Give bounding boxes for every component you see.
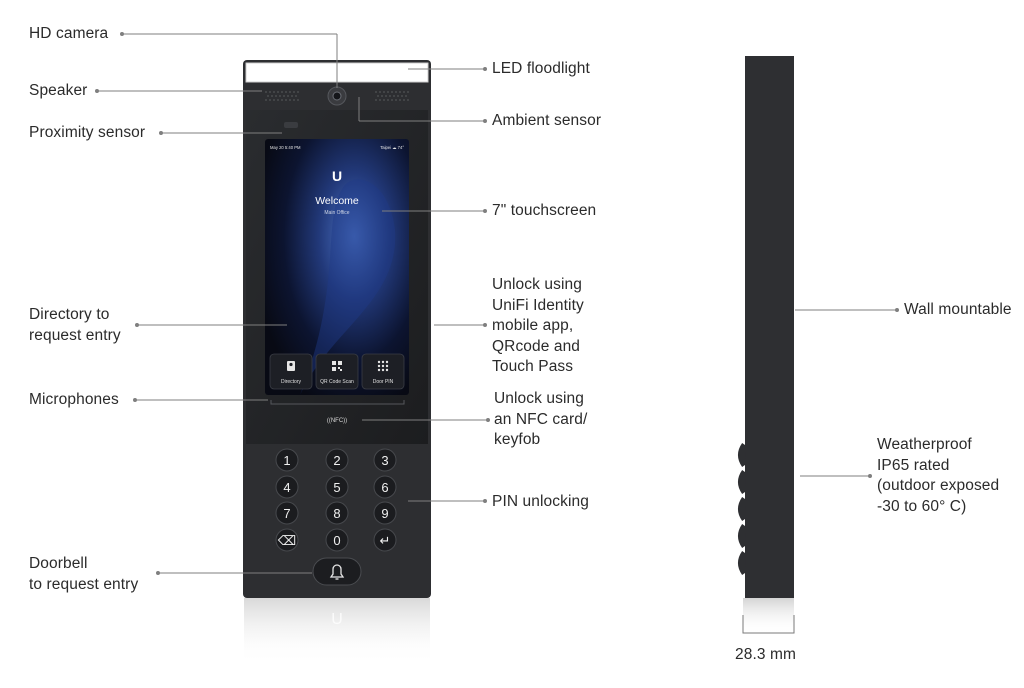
side-body [745,56,794,598]
screen-button-door-pin[interactable]: Door PIN [361,353,405,390]
keypad-key-label: ↵ [380,533,391,548]
keypad-key[interactable]: 4 [275,475,299,499]
leader-unlock-app [434,323,487,327]
bell-icon [329,564,345,578]
floor-reflection [244,598,430,664]
keypad: 1 2 3 4 5 6 7 8 9 ⌫ 0 ↵ [275,448,397,552]
keypad-key-label: 9 [381,506,388,521]
keypad-key[interactable]: 9 [373,501,397,525]
speaker-grille-left [265,91,299,101]
side-keypad-bumps [738,442,748,576]
label-unlock-nfc: Unlock using an NFC card/ keyfob [494,390,588,448]
label-thickness: 28.3 mm [735,646,796,663]
leader-pin [408,499,487,503]
keypad-key-label: 8 [333,506,340,521]
front-device: U May 20 5:40 PM Taip [243,60,431,664]
label-pin-unlocking: PIN unlocking [492,493,589,510]
keypad-key[interactable]: 3 [373,448,397,472]
screen-button-directory[interactable]: Directory [269,353,313,390]
status-time: May 20 5:40 PM [270,145,301,150]
welcome-title: Welcome [315,195,359,207]
label-weatherproof: Weatherproof IP65 rated (outdoor exposed… [877,436,1000,515]
keypad-key-label: 5 [333,480,340,495]
leader-weatherproof [800,474,872,478]
keypad-grid-icon [377,360,389,372]
leader-lines [95,32,899,575]
keypad-key-label: 0 [333,533,340,548]
status-weather: Taipei ☁ 74° [380,145,404,150]
leader-speaker [95,89,262,93]
side-floor-reflection [743,598,794,634]
leader-led [408,67,487,71]
keypad-key-label: 3 [381,453,388,468]
qr-code-icon [332,361,342,371]
keypad-key[interactable]: 1 [275,448,299,472]
label-directory: Directory to request entry [29,306,121,344]
label-led-floodlight: LED floodlight [492,60,590,77]
touchscreen [265,139,409,395]
screen-button-label: QR Code Scan [320,379,354,385]
label-touchscreen: 7" touchscreen [492,202,597,219]
screen-button-qr-code-scan[interactable]: QR Code Scan [315,353,359,390]
label-wall-mountable: Wall mountable [904,301,1012,318]
keypad-key[interactable]: 8 [325,501,349,525]
keypad-key-label: 2 [333,453,340,468]
screen-wallpaper-wave [300,179,396,395]
keypad-key-label: 1 [283,453,290,468]
keypad-key[interactable]: 7 [275,501,299,525]
keypad-key-label: 6 [381,480,388,495]
thickness-bracket [742,615,795,634]
keypad-key-label: ⌫ [277,533,296,548]
leader-hd-camera [120,32,338,88]
leader-touchscreen [382,209,487,213]
reflection-logo-mark: U [331,611,343,628]
location-subtitle: Main Office [324,210,349,216]
keypad-key[interactable]: 6 [373,475,397,499]
microphone-strip [270,400,405,405]
proximity-sensor-window [284,122,298,128]
keypad-key[interactable]: 0 [325,528,349,552]
keypad-key-label: 7 [283,506,290,521]
label-proximity-sensor: Proximity sensor [29,124,146,141]
label-microphones: Microphones [29,391,119,408]
label-unlock-app: Unlock using UniFi Identity mobile app, … [492,276,584,375]
leader-nfc [362,418,490,422]
side-device [738,56,795,634]
keypad-key[interactable]: ↵ [373,528,397,552]
keypad-key[interactable]: 5 [325,475,349,499]
leader-proximity [159,131,282,135]
screen-button-label: Door PIN [373,379,394,385]
unifi-logo-icon: U [332,168,342,184]
doorbell-button[interactable] [312,557,362,586]
label-hd-camera: HD camera [29,25,109,42]
label-doorbell: Doorbell to request entry [29,555,139,593]
leader-ambient [358,97,487,123]
leader-directory [135,323,287,327]
leader-microphones [133,398,268,402]
camera-icon [327,86,347,106]
leader-doorbell [156,571,312,575]
nfc-icon: ((NFC)) [327,418,347,424]
keypad-key-label: 4 [283,480,290,495]
speaker-grille-right [375,91,409,101]
label-ambient-sensor: Ambient sensor [492,112,602,129]
keypad-key[interactable]: 2 [325,448,349,472]
leader-wall [795,308,899,312]
keypad-key[interactable]: ⌫ [275,528,299,552]
label-speaker: Speaker [29,82,88,99]
screen-button-label: Directory [281,379,302,385]
